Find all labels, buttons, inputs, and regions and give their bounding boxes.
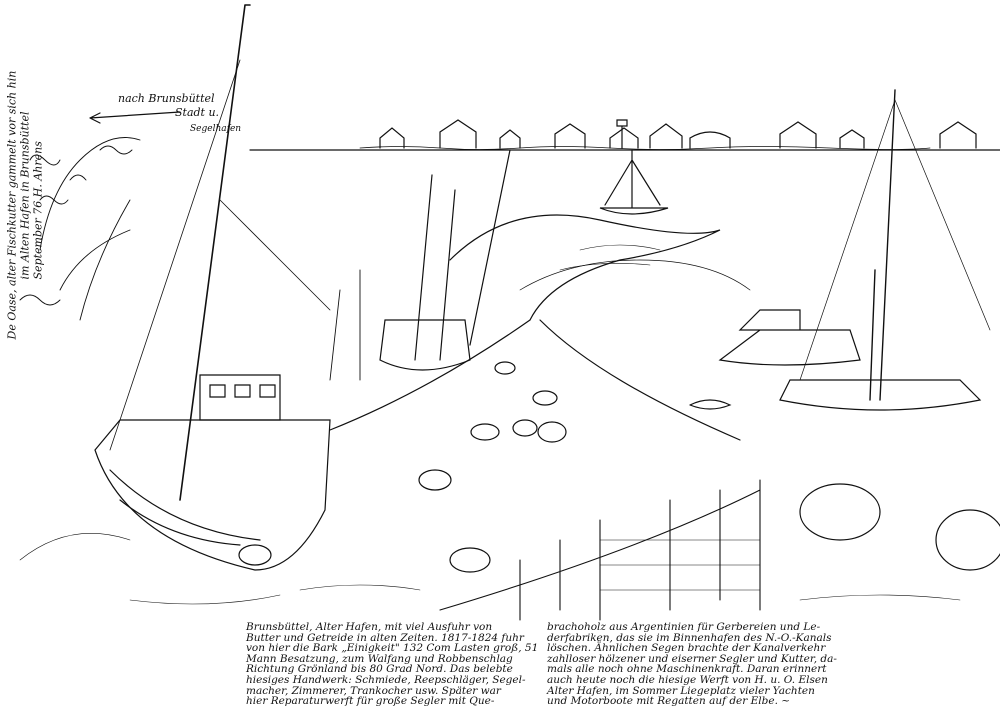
side-note-line: De Oase, alter Fischkutter gammelt vor s… [5, 70, 19, 340]
caption-left: Brunsbüttel, Alter Hafen, mit viel Ausfu… [246, 622, 538, 707]
grazing-sheep [238, 361, 1000, 573]
caption-line: zahlloser hölzener und eiserner Segler u… [547, 652, 837, 665]
caption-line: von hier die Bark „Einigkeit" 132 Com La… [246, 642, 539, 655]
caption-line: hier Reparaturwerft für große Segler mit… [246, 695, 495, 708]
distant-sailboat [599, 149, 669, 215]
caption-line: Richtung Grönland bis 80 Grad Nord. Das … [246, 663, 513, 676]
direction-arrow [89, 111, 181, 124]
caption-line: brachoholz aus Argentinien für Gerbereie… [547, 621, 821, 633]
tree-left [19, 137, 141, 321]
horizon-shoreline [249, 146, 1000, 151]
caption-right: brachoholz aus Argentinien für Gerbereie… [547, 622, 837, 707]
direction-note-line3: Segelhafen [190, 124, 242, 134]
fence-posts [439, 479, 761, 621]
caption-line: Alter Hafen, im Sommer Liegeplatz vieler… [547, 684, 815, 697]
old-fishing-cutter [94, 4, 331, 571]
distant-houses [379, 119, 977, 149]
caption-line: Butter und Getreide in alten Zeiten. 181… [246, 631, 524, 644]
dike-path [329, 319, 741, 441]
caption-line: mals alle noch ohne Maschinenkraft. Dara… [547, 663, 827, 676]
side-note: De Oase, alter Fischkutter gammelt vor s… [6, 0, 45, 340]
caption-line: hiesiges Handwerk: Schmiede, Reepschläge… [246, 673, 526, 686]
yachts-right [689, 89, 991, 411]
side-note-line: im Alten Hafen in Brunsbüttel [18, 111, 32, 280]
caption-line: macher, Zimmerer, Trankocher usw. Später… [246, 684, 501, 697]
caption-line: derfabriken, das sie im Binnenhafen des … [547, 631, 832, 644]
caption-line: Mann Besatzung, zum Walfang und Robbensc… [246, 652, 513, 665]
water-channel [449, 214, 751, 321]
caption-line: auch heute noch die hiesige Werft von H.… [547, 673, 828, 686]
side-note-line: September 76 H. Ahrens [31, 141, 45, 280]
caption-line: und Motorboote mit Regatten auf der Elbe… [547, 695, 791, 708]
caption-line: löschen. Ähnlichen Segen brachte der Kan… [547, 642, 826, 655]
direction-note-line2: Stadt u. [175, 106, 220, 119]
foreground-grass [19, 533, 961, 605]
caption-line: Brunsbüttel, Alter Hafen, mit viel Ausfu… [246, 621, 493, 633]
direction-note-line1: nach Brunsbüttel [118, 92, 215, 105]
moored-fishing-boats [329, 149, 511, 381]
